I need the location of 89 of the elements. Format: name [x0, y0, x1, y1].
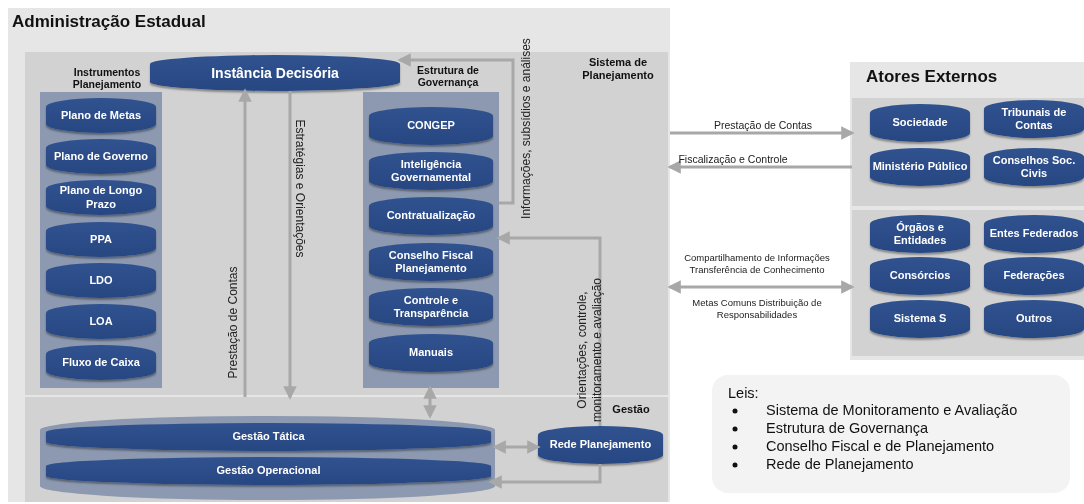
panel-background — [850, 62, 1084, 360]
cylinder-box — [369, 152, 493, 190]
cylinder-box — [870, 104, 970, 142]
arrow — [488, 464, 602, 489]
cylinder-box — [369, 107, 493, 145]
box-label: Plano de Governo — [53, 149, 149, 164]
box-label: Conselhos Soc. Civis — [991, 153, 1077, 181]
cylinder-box — [369, 334, 493, 372]
cylinder-box — [984, 215, 1084, 253]
cylinder-box — [46, 457, 491, 485]
edge-label: Orientações, controle, monitoramento e avaliação — [575, 276, 605, 425]
arrow — [492, 440, 541, 454]
box-label: PPA — [90, 232, 112, 247]
cylinder-box — [870, 300, 970, 338]
band-background — [40, 416, 495, 500]
cylinder-box — [870, 148, 970, 186]
edge-label: Compartilhamento de Informações Transferência de Conhecimento — [683, 252, 831, 276]
group-panel — [852, 210, 1084, 356]
edge-label: Prestação de Contas — [225, 264, 241, 381]
box-label: Fluxo de Caixa — [62, 355, 140, 370]
box-label: Manuais — [409, 346, 453, 360]
arrow — [283, 91, 297, 400]
arrow-note: Metas Comuns Distribuição de Responsabilidades — [691, 297, 823, 321]
arrow — [496, 231, 602, 426]
cylinder-box — [46, 304, 156, 339]
cylinder-box — [984, 257, 1084, 295]
list-item: Estrutura de Governança — [766, 420, 928, 436]
cylinder-box — [46, 180, 156, 215]
panel-heading: Atores Externos — [866, 67, 999, 87]
box-label: Plano de Metas — [60, 108, 142, 123]
cylinder-box — [870, 215, 970, 253]
box-label: Consórcios — [889, 269, 951, 283]
edge-label: Prestação de Contas — [712, 118, 814, 132]
cylinder-box — [46, 263, 156, 298]
list-item: Conselho Fiscal e de Planejamento — [766, 438, 995, 454]
box-label: CONGEP — [407, 119, 455, 133]
cylinder-box — [46, 222, 156, 257]
box-label: Rede Planejamento — [549, 438, 652, 452]
box-label: LDO — [89, 273, 113, 288]
cylinder-box — [150, 55, 400, 91]
arrow — [397, 53, 515, 205]
note-heading: Leis: — [728, 385, 760, 401]
box-label: Outros — [1015, 312, 1053, 326]
arrow — [670, 126, 855, 140]
cylinder-box — [46, 98, 156, 133]
cylinder-box — [46, 423, 491, 451]
cylinder-box — [46, 139, 156, 174]
panel-heading: Administração Estadual — [12, 12, 207, 32]
box-label: Instância Decisória — [211, 64, 339, 82]
cylinder-box — [984, 148, 1084, 186]
panel-background — [8, 8, 670, 502]
arrow — [238, 88, 252, 397]
box-label: Inteligência Governamental — [389, 157, 473, 185]
panel-heading: Estrutura de Governança — [416, 64, 480, 89]
cylinder-box — [46, 345, 156, 380]
group-panel — [852, 98, 1084, 206]
cylinder-box — [369, 243, 493, 281]
cylinder-box — [984, 300, 1084, 338]
box-label: Controle e Transparência — [392, 293, 470, 321]
edge-label: Fiscalização e Controle — [677, 152, 789, 166]
box-label: Sociedade — [892, 116, 948, 130]
arrow — [667, 280, 855, 294]
note-box — [712, 375, 1070, 493]
box-label: Gestão Tática — [232, 430, 305, 444]
box-label: Sistema S — [893, 312, 947, 326]
list-item: Sistema de Monitoramento e Avaliação — [766, 402, 1018, 418]
edge-label: Informações, subsídios e análises — [518, 36, 534, 221]
panel-heading: Instrumentos Planejamento — [71, 66, 143, 91]
edge-label: Estratégias e Orientações — [291, 117, 307, 260]
cylinder-box — [369, 288, 493, 326]
box-label: LOA — [89, 314, 113, 329]
panel-heading: Gestão — [611, 403, 651, 416]
cylinder-box — [369, 197, 493, 235]
cylinder-box — [538, 426, 663, 464]
box-label: Federações — [1003, 269, 1065, 283]
box-label: Ministério Público — [872, 160, 968, 174]
box-label: Contratualização — [386, 209, 476, 223]
box-label: Conselho Fiscal Planejamento — [387, 248, 475, 276]
box-label: Gestão Operacional — [216, 464, 321, 478]
panel-heading: Sistema de Planejamento — [581, 56, 655, 82]
arrow — [423, 385, 437, 419]
cylinder-box — [870, 257, 970, 295]
box-label: Entes Federados — [989, 227, 1079, 241]
box-label: Órgãos e Entidades — [892, 220, 948, 248]
box-label: Tribunais de Contas — [1000, 105, 1068, 133]
box-label: Plano de Longo Prazo — [58, 184, 144, 211]
cylinder-box — [984, 100, 1084, 138]
arrow — [667, 160, 852, 174]
list-item: Rede de Planejamento — [766, 456, 914, 472]
